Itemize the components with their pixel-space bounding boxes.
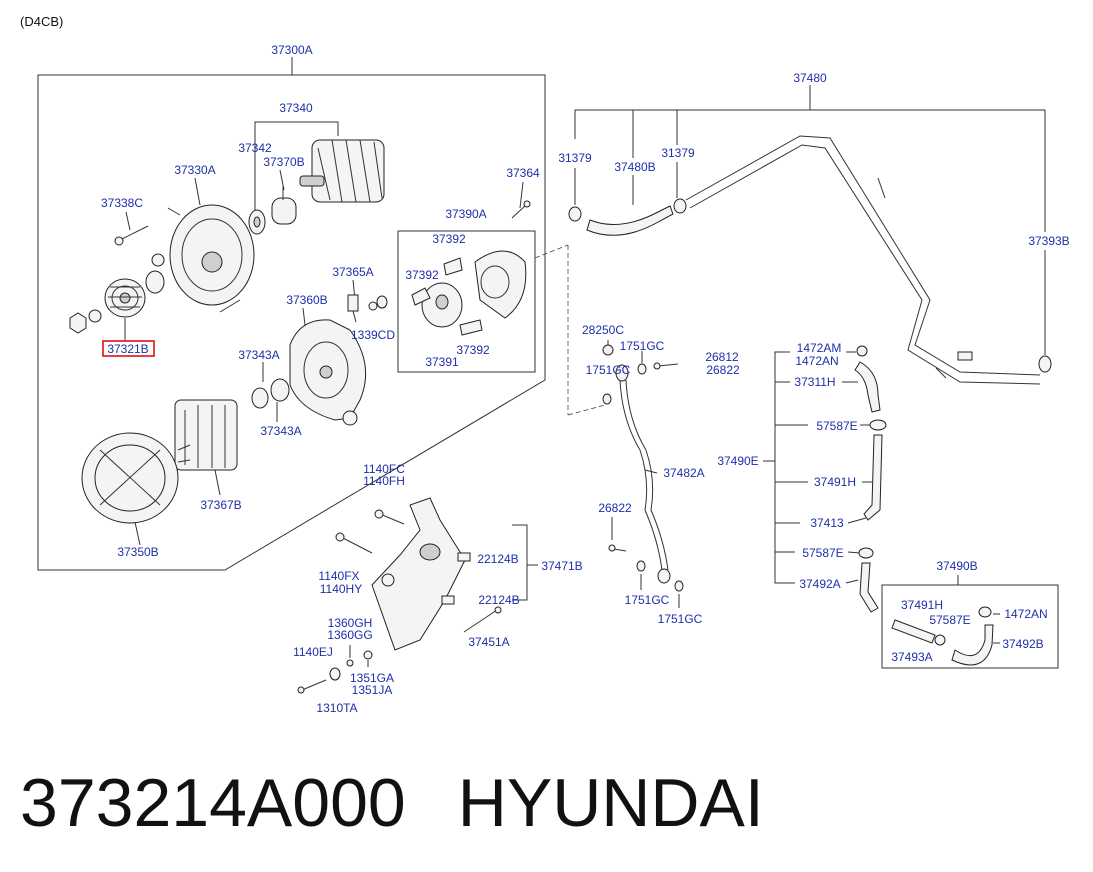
part-label-1472am[interactable]: 1472AM [797, 341, 842, 355]
part-label-1751gc[interactable]: 1751GC [620, 339, 665, 353]
part-label-1140fh[interactable]: 1140FH [363, 474, 405, 488]
part-label-37492a[interactable]: 37492A [799, 577, 840, 591]
part-label-37393b[interactable]: 37393B [1028, 234, 1069, 248]
part-label-37413[interactable]: 37413 [810, 516, 844, 530]
part-label-1472an[interactable]: 1472AN [1004, 607, 1047, 621]
part-label-37490e[interactable]: 37490E [717, 454, 758, 468]
part-label-57587e[interactable]: 57587E [929, 613, 970, 627]
part-label-31379[interactable]: 31379 [661, 146, 695, 160]
part-label-37338c[interactable]: 37338C [101, 196, 143, 210]
part-label-37480[interactable]: 37480 [793, 71, 827, 85]
part-number: 373214A000 [20, 765, 406, 841]
part-label-26822[interactable]: 26822 [598, 501, 632, 515]
part-label-37340[interactable]: 37340 [279, 101, 313, 115]
part-label-37392[interactable]: 37392 [456, 343, 490, 357]
part-label-37343a[interactable]: 37343A [238, 348, 279, 362]
part-label-37482a[interactable]: 37482A [663, 466, 704, 480]
part-label-37493a[interactable]: 37493A [891, 650, 932, 664]
part-label-1310ta[interactable]: 1310TA [316, 701, 357, 715]
part-label-highlighted[interactable]: 37321B [107, 342, 148, 356]
part-label-37490b[interactable]: 37490B [936, 559, 977, 573]
engine-code: (D4CB) [20, 14, 63, 29]
part-label-37343a[interactable]: 37343A [260, 424, 301, 438]
part-label-57587e[interactable]: 57587E [802, 546, 843, 560]
part-label-1351ga[interactable]: 1351GA [350, 671, 394, 685]
part-label-1751gc[interactable]: 1751GC [658, 612, 703, 626]
part-label-57587e[interactable]: 57587E [816, 419, 857, 433]
part-label-1140fx[interactable]: 1140FX [318, 569, 359, 583]
part-label-37492b[interactable]: 37492B [1002, 637, 1043, 651]
part-label-1360gg[interactable]: 1360GG [327, 628, 372, 642]
part-label-26812[interactable]: 26812 [705, 350, 739, 364]
part-label-1140ej[interactable]: 1140EJ [293, 645, 333, 659]
part-label-1351ja[interactable]: 1351JA [352, 683, 393, 697]
part-label-37367b[interactable]: 37367B [200, 498, 241, 512]
part-label-1751gc[interactable]: 1751GC [586, 363, 631, 377]
part-label-28250c[interactable]: 28250C [582, 323, 624, 337]
highlighted-part-box [102, 340, 155, 357]
part-label-37300a[interactable]: 37300A [271, 43, 312, 57]
part-label-37471b[interactable]: 37471B [541, 559, 582, 573]
part-label-22124b[interactable]: 22124B [478, 593, 519, 607]
part-label-37365a[interactable]: 37365A [332, 265, 373, 279]
part-label-37370b[interactable]: 37370B [263, 155, 304, 169]
part-label-37391[interactable]: 37391 [425, 355, 459, 369]
part-label-22124b[interactable]: 22124B [477, 552, 518, 566]
part-label-1140fc[interactable]: 1140FC [363, 462, 405, 476]
part-label-37491h[interactable]: 37491H [901, 598, 943, 612]
part-label-37390a[interactable]: 37390A [445, 207, 486, 221]
part-label-37392[interactable]: 37392 [432, 232, 466, 246]
part-label-37342[interactable]: 37342 [238, 141, 272, 155]
part-label-37480b[interactable]: 37480B [614, 160, 655, 174]
part-label-37350b[interactable]: 37350B [117, 545, 158, 559]
part-label-1360gh[interactable]: 1360GH [328, 616, 373, 630]
brand-name: HYUNDAI [457, 765, 764, 841]
part-label-31379[interactable]: 31379 [558, 151, 592, 165]
caption: 373214A000 HYUNDAI [20, 758, 1080, 848]
part-label-1472an[interactable]: 1472AN [795, 354, 838, 368]
part-label-37364[interactable]: 37364 [506, 166, 540, 180]
part-label-1751gc[interactable]: 1751GC [625, 593, 670, 607]
part-label-37360b[interactable]: 37360B [286, 293, 327, 307]
diagram-line-art [37, 57, 1059, 694]
part-label-37330a[interactable]: 37330A [174, 163, 215, 177]
part-label-1140hy[interactable]: 1140HY [320, 582, 362, 596]
part-label-1339cd[interactable]: 1339CD [351, 328, 395, 342]
part-label-37451a[interactable]: 37451A [468, 635, 509, 649]
part-label-37392[interactable]: 37392 [405, 268, 439, 282]
part-label-37311h[interactable]: 37311H [794, 375, 835, 389]
part-label-26822[interactable]: 26822 [706, 363, 740, 377]
part-label-37491h[interactable]: 37491H [814, 475, 856, 489]
